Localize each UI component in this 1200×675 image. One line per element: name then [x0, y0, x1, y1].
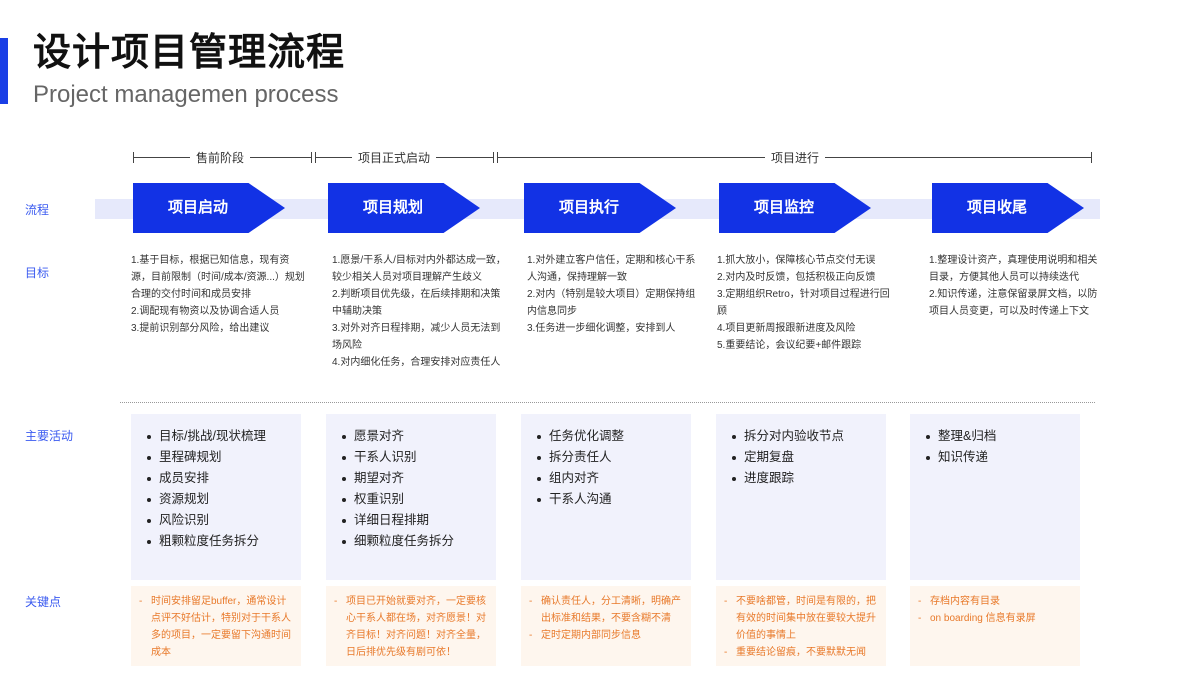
row-label-goal: 目标 — [25, 266, 50, 280]
activity-item: 知识传递 — [926, 447, 1080, 468]
activity-item: 详细日程排期 — [342, 510, 496, 531]
keypoint-box-5: 存档内容有目录 on boarding 信息有录屏 — [910, 586, 1080, 666]
goal-block-5: 1.整理设计资产，真理使用说明和相关目录，方便其他人员可以持续迭代 2.知识传递… — [929, 252, 1107, 320]
timeline-segment-ongoing: 项目进行 — [0, 148, 1200, 168]
activity-box-4: 拆分对内验收节点 定期复盘 进度跟踪 — [716, 414, 886, 580]
goal-item: 1.愿景/干系人/目标对内外都达成一致，较少相关人员对项目理解产生歧义 — [332, 255, 506, 283]
keypoint-item: 确认责任人，分工清晰，明确产出标准和结果，不要含糊不清 — [529, 593, 683, 627]
page-title: 设计项目管理流程 — [33, 32, 346, 74]
activity-item: 粗颗粒度任务拆分 — [147, 531, 301, 552]
goal-item: 1.抓大放小，保障核心节点交付无误 — [717, 255, 876, 266]
activity-item: 干系人识别 — [342, 447, 496, 468]
goal-block-4: 1.抓大放小，保障核心节点交付无误 2.对内及时反馈，包括积极正向反馈 3.定期… — [717, 252, 895, 354]
timeline-segment-presales: 售前阶段 — [0, 148, 1200, 168]
goal-item: 2.对内（特别是较大项目）定期保持组内信息同步 — [527, 289, 696, 317]
activity-box-5: 整理&归档 知识传递 — [910, 414, 1080, 580]
goal-item: 3.对外对齐日程排期，减少人员无法到场风险 — [332, 323, 501, 351]
keypoint-item: 定时定期内部同步信息 — [529, 627, 683, 644]
timeline-label-kickoff: 项目正式启动 — [352, 149, 437, 167]
activity-item: 拆分责任人 — [537, 447, 691, 468]
section-divider — [120, 402, 1095, 403]
keypoint-box-4: 不要啥都管，时间是有限的，把有效的时间集中放在要较大提升价值的事情上 重要结论留… — [716, 586, 886, 666]
keypoint-box-1: 时间安排留足buffer，通常设计点评不好估计，特别对于干系人多的项目，一定要留… — [131, 586, 301, 666]
timeline-label-ongoing: 项目进行 — [765, 149, 826, 167]
goal-item: 2.知识传递，注意保留录屏文档，以防项目人员变更，可以及时传递上下文 — [929, 289, 1098, 317]
phase-arrow-5: 项目收尾 — [932, 183, 1084, 233]
activity-item: 期望对齐 — [342, 468, 496, 489]
row-label-keypoints: 关键点 — [25, 595, 62, 609]
row-label-flow: 流程 — [25, 203, 50, 217]
phase-arrow-4: 项目监控 — [719, 183, 871, 233]
activity-box-3: 任务优化调整 拆分责任人 组内对齐 干系人沟通 — [521, 414, 691, 580]
goal-item: 3.提前识别部分风险，给出建议 — [131, 323, 270, 334]
activity-item: 风险识别 — [147, 510, 301, 531]
activity-item: 干系人沟通 — [537, 489, 691, 510]
activity-item: 细颗粒度任务拆分 — [342, 531, 496, 552]
goal-item: 2.对内及时反馈，包括积极正向反馈 — [717, 272, 876, 283]
keypoint-item: 项目已开始就要对齐，一定要核心干系人都在场，对齐愿景！对齐目标！对齐问题！对齐全… — [334, 593, 488, 661]
activity-item: 成员安排 — [147, 468, 301, 489]
goal-item: 2.调配现有物资以及协调合适人员 — [131, 306, 280, 317]
activity-item: 资源规划 — [147, 489, 301, 510]
goal-item: 4.项目更新周报跟新进度及风险 — [717, 323, 856, 334]
goal-item: 1.整理设计资产，真理使用说明和相关目录，方便其他人员可以持续迭代 — [929, 255, 1098, 283]
goal-item: 3.定期组织Retro，针对项目过程进行回顾 — [717, 289, 890, 317]
row-label-activities: 主要活动 — [25, 429, 74, 443]
activity-item: 里程碑规划 — [147, 447, 301, 468]
activity-item: 整理&归档 — [926, 426, 1080, 447]
phase-arrow-1: 项目启动 — [133, 183, 285, 233]
goal-item: 5.重要结论，会议纪要+邮件跟踪 — [717, 340, 862, 351]
activity-box-2: 愿景对齐 干系人识别 期望对齐 权重识别 详细日程排期 细颗粒度任务拆分 — [326, 414, 496, 580]
keypoint-item: 时间安排留足buffer，通常设计点评不好估计，特别对于干系人多的项目，一定要留… — [139, 593, 293, 661]
goal-block-3: 1.对外建立客户信任，定期和核心干系人沟通，保持理解一致 2.对内（特别是较大项… — [527, 252, 705, 337]
timeline-label-presales: 售前阶段 — [190, 149, 251, 167]
goal-block-1: 1.基于目标，根据已知信息，现有资源，目前限制（时间/成本/资源...）规划合理… — [131, 252, 309, 337]
keypoint-box-2: 项目已开始就要对齐，一定要核心干系人都在场，对齐愿景！对齐目标！对齐问题！对齐全… — [326, 586, 496, 666]
keypoint-item: on boarding 信息有录屏 — [918, 610, 1072, 627]
timeline-segment-kickoff: 项目正式启动 — [0, 148, 1200, 168]
goal-item: 4.对内细化任务，合理安排对应责任人 — [332, 357, 501, 368]
activity-item: 定期复盘 — [732, 447, 886, 468]
activity-item: 目标/挑战/现状梳理 — [147, 426, 301, 447]
phase-arrow-3: 项目执行 — [524, 183, 676, 233]
goal-item: 2.判断项目优先级，在后续排期和决策中辅助决策 — [332, 289, 501, 317]
activity-item: 愿景对齐 — [342, 426, 496, 447]
activity-item: 进度跟踪 — [732, 468, 886, 489]
activity-item: 权重识别 — [342, 489, 496, 510]
activity-box-1: 目标/挑战/现状梳理 里程碑规划 成员安排 资源规划 风险识别 粗颗粒度任务拆分 — [131, 414, 301, 580]
keypoint-item: 存档内容有目录 — [918, 593, 1072, 610]
activity-item: 拆分对内验收节点 — [732, 426, 886, 447]
page-subtitle: Project managemen process — [33, 81, 339, 108]
activity-item: 组内对齐 — [537, 468, 691, 489]
goal-item: 1.基于目标，根据已知信息，现有资源，目前限制（时间/成本/资源...）规划合理… — [131, 255, 305, 300]
keypoint-item: 不要啥都管，时间是有限的，把有效的时间集中放在要较大提升价值的事情上 — [724, 593, 878, 644]
phase-arrow-2: 项目规划 — [328, 183, 480, 233]
keypoint-box-3: 确认责任人，分工清晰，明确产出标准和结果，不要含糊不清 定时定期内部同步信息 — [521, 586, 691, 666]
title-accent-bar — [0, 38, 8, 104]
keypoint-item: 重要结论留痕，不要默默无闻 — [724, 644, 878, 661]
goal-item: 3.任务进一步细化调整，安排到人 — [527, 323, 676, 334]
activity-item: 任务优化调整 — [537, 426, 691, 447]
goal-block-2: 1.愿景/干系人/目标对内外都达成一致，较少相关人员对项目理解产生歧义 2.判断… — [332, 252, 510, 371]
goal-item: 1.对外建立客户信任，定期和核心干系人沟通，保持理解一致 — [527, 255, 696, 283]
